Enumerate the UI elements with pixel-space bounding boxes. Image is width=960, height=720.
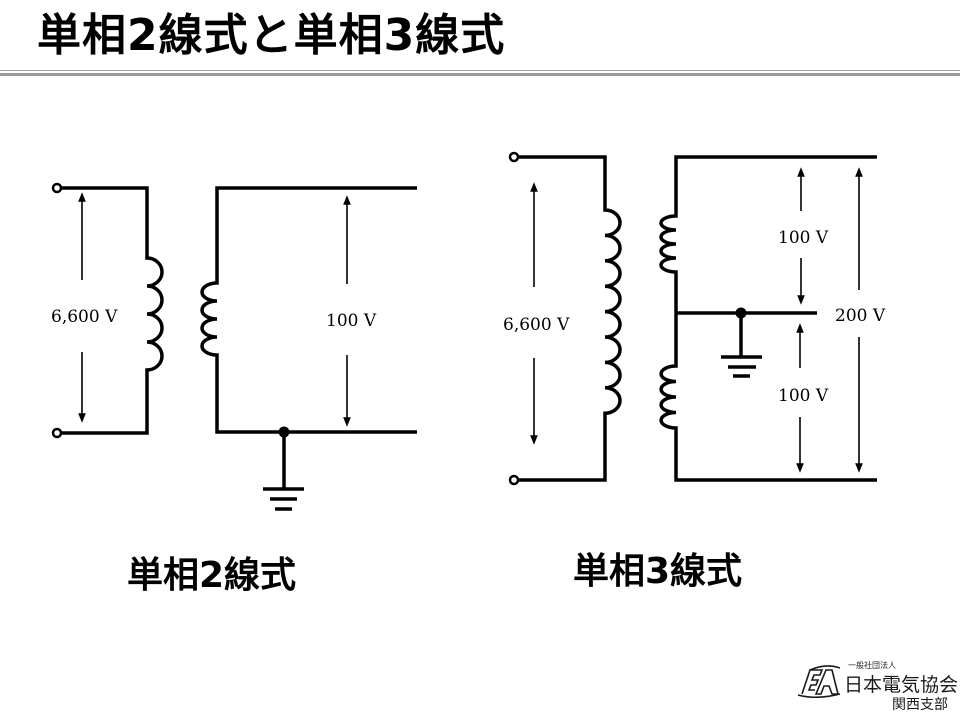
two-wire-arrows: [78, 192, 351, 427]
three-wire-primary-voltage: 6,600 V: [503, 315, 570, 335]
two-wire-primary-voltage: 6,600 V: [51, 307, 118, 327]
terminal-top-icon: [508, 151, 520, 163]
jea-logo-icon: [797, 665, 841, 698]
secondary-wire: [659, 155, 877, 482]
three-wire-total-voltage: 200 V: [835, 306, 886, 326]
title-divider-thin: [0, 70, 960, 71]
terminal-bottom-icon: [51, 427, 63, 439]
three-wire-circuit: [508, 151, 877, 486]
ground-icon: [721, 313, 762, 378]
three-wire-upper-voltage: 100 V: [778, 228, 829, 248]
secondary-wire: [200, 186, 417, 434]
two-wire-circuit: [51, 182, 417, 511]
ground-icon: [263, 432, 304, 511]
logo-branch: 関西支部: [892, 697, 948, 713]
organization-logo: 一般社団法人 日本電気協会 関西支部: [796, 658, 959, 714]
three-wire-lower-voltage: 100 V: [778, 386, 829, 406]
terminal-top-icon: [51, 182, 63, 194]
caption-three-wire: 単相3線式: [573, 551, 743, 592]
primary-wire: [61, 186, 164, 435]
primary-wire: [518, 155, 622, 482]
title-divider-thick: [0, 73, 960, 76]
three-wire-arrows: [530, 167, 863, 473]
logo-org-name: 日本電気協会: [844, 674, 959, 696]
page-title: 単相2線式と単相3線式: [37, 10, 506, 61]
two-wire-secondary-voltage: 100 V: [326, 311, 377, 331]
terminal-bottom-icon: [508, 474, 520, 486]
caption-two-wire: 単相2線式: [127, 555, 297, 596]
logo-org-type: 一般社団法人: [848, 661, 896, 670]
